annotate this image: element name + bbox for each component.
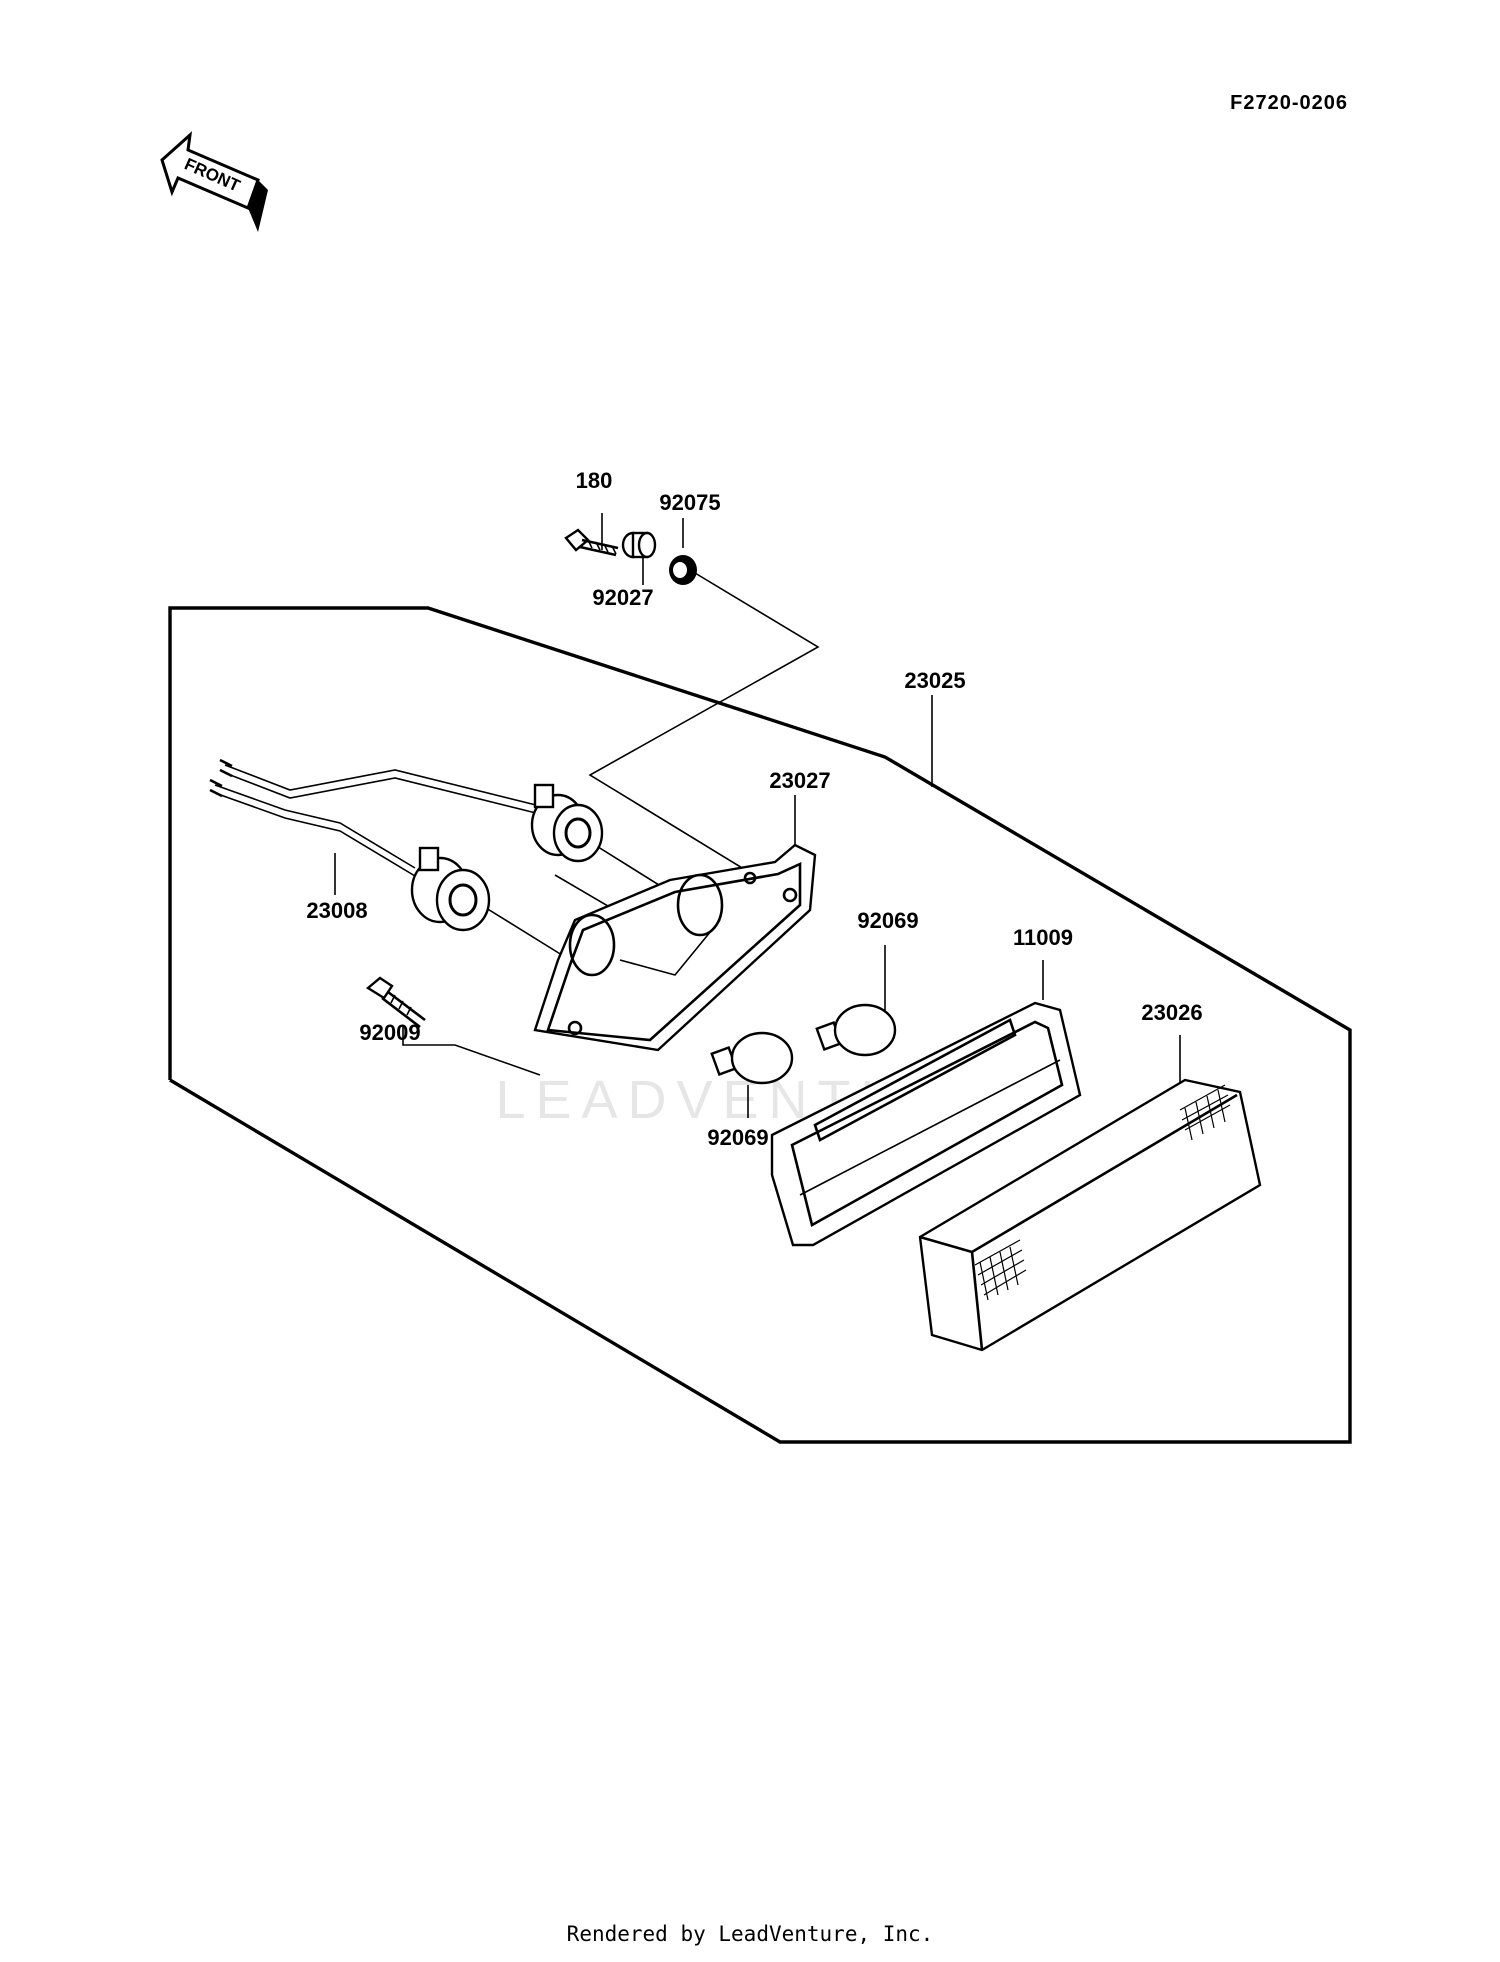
bulb-92069-lower (710, 1031, 794, 1085)
part-label-23008: 23008 (306, 898, 367, 923)
part-label-11009: 11009 (1013, 925, 1073, 950)
grommet-92075 (669, 555, 697, 585)
part-label-92009: 92009 (359, 1020, 420, 1045)
front-arrow-icon: FRONT (160, 131, 268, 232)
part-label-92027: 92027 (592, 585, 653, 610)
bolt-180 (564, 528, 619, 557)
bulb-92069-upper (815, 1003, 897, 1057)
housing-23027 (533, 843, 817, 1052)
part-label-180: 180 (576, 468, 613, 493)
collar-92027 (621, 531, 657, 559)
part-label-92069-upper: 92069 (857, 908, 918, 933)
screw-92009 (365, 976, 426, 1029)
footer-credit: Rendered by LeadVenture, Inc. (566, 1922, 934, 1946)
socket-harness-23008 (209, 758, 604, 932)
lens-23026 (918, 1078, 1262, 1352)
part-label-23025: 23025 (904, 668, 965, 693)
gasket-11009 (770, 1001, 1082, 1247)
part-label-23027: 23027 (769, 768, 830, 793)
part-label-23026: 23026 (1141, 1000, 1202, 1025)
part-label-92075: 92075 (659, 490, 720, 515)
reference-code: F2720-0206 (1230, 92, 1348, 114)
assembly-outline (168, 606, 1352, 1444)
part-label-92069-lower: 92069 (707, 1125, 768, 1150)
